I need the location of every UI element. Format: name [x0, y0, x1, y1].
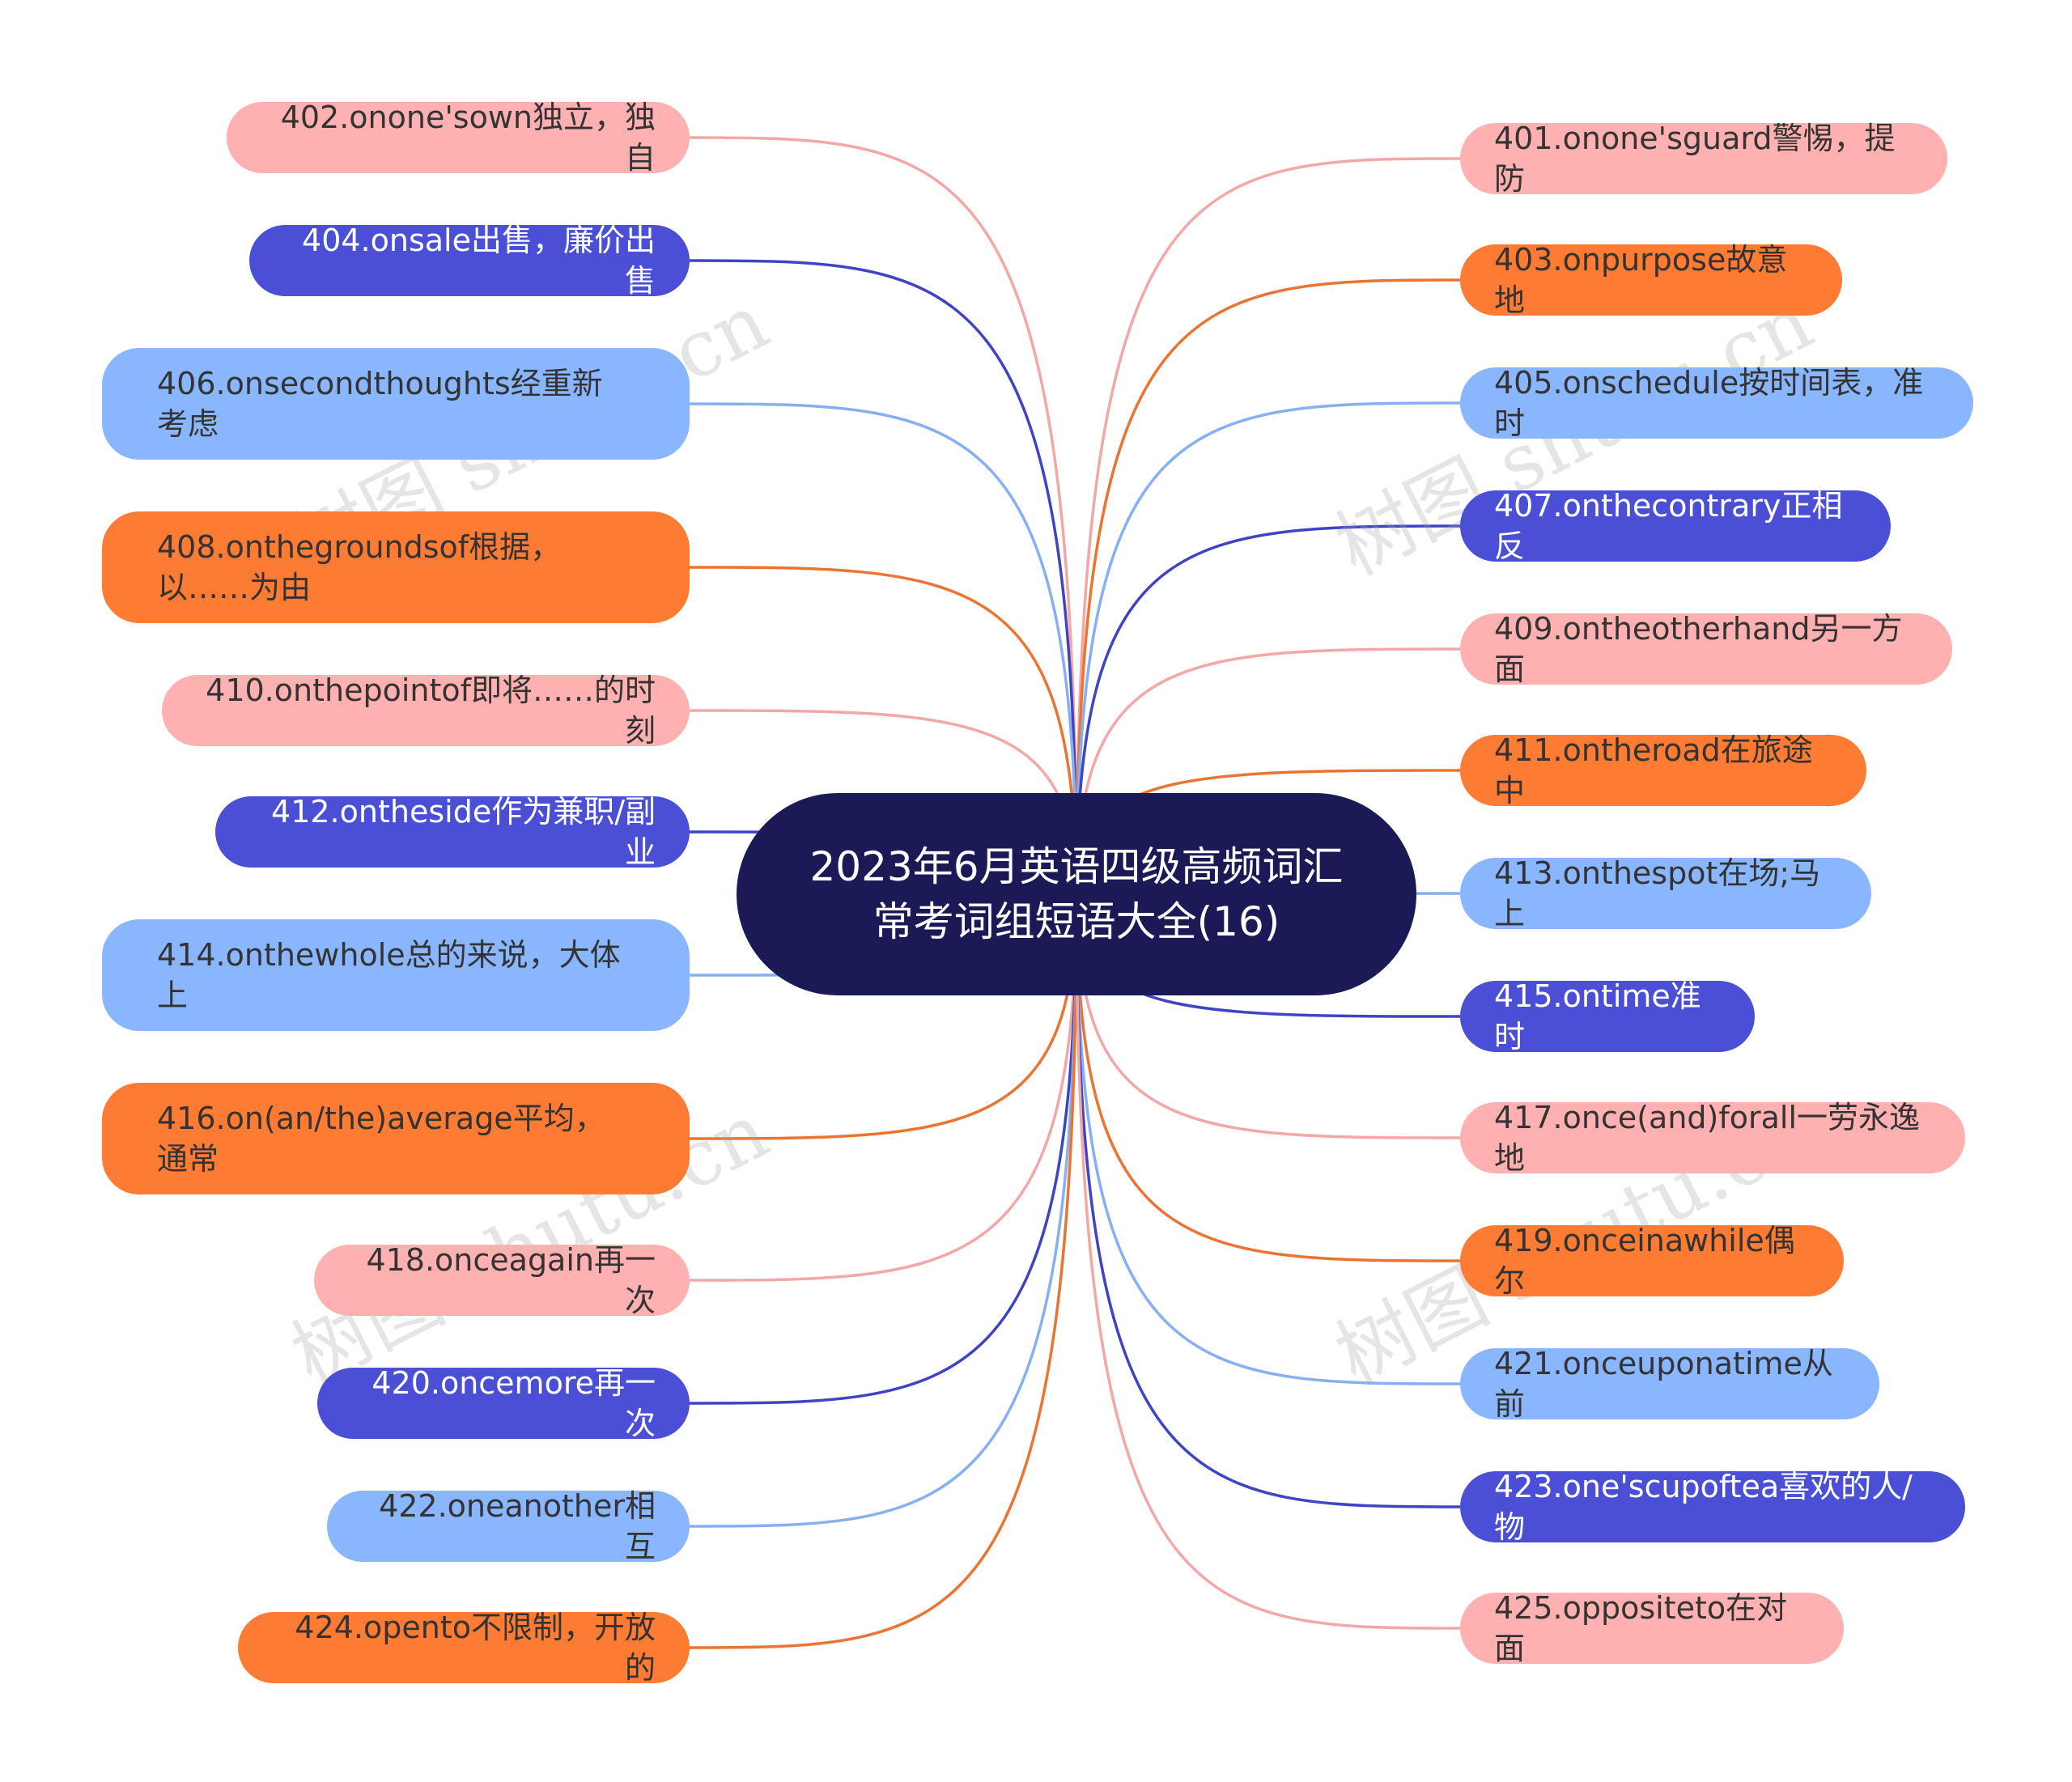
left-node[interactable]: 420.oncemore再一次 [317, 1365, 690, 1441]
connector-line [689, 893, 1078, 1649]
right-node[interactable]: 405.onschedule按时间表，准时 [1460, 365, 1973, 441]
right-node[interactable]: 417.once(and)forall一劳永逸地 [1460, 1100, 1965, 1176]
left-node[interactable]: 418.onceagain再一次 [314, 1242, 690, 1318]
connector-line [689, 893, 1078, 1282]
connector-line [689, 893, 1078, 1405]
connector-line [689, 136, 1078, 895]
right-node[interactable]: 419.onceinawhile偶尔 [1460, 1223, 1844, 1299]
right-node[interactable]: 415.ontime准时 [1460, 978, 1755, 1054]
right-node[interactable]: 409.ontheotherhand另一方面 [1460, 611, 1952, 687]
connector-line [1075, 893, 1461, 1262]
left-node[interactable]: 410.onthepointof即将……的时刻 [162, 672, 690, 749]
left-node[interactable]: 416.on(an/the)average平均，通常 [102, 1083, 690, 1194]
right-node[interactable]: 401.onone'sguard警惕，提防 [1460, 121, 1947, 197]
left-node[interactable]: 406.onsecondthoughts经重新考虑 [102, 348, 690, 460]
connector-line [1075, 893, 1461, 1385]
connector-line [1075, 524, 1461, 895]
right-node[interactable]: 423.one'scupoftea喜欢的人/物 [1460, 1469, 1965, 1545]
left-node[interactable]: 412.ontheside作为兼职/副业 [215, 794, 690, 870]
left-node[interactable]: 402.onone'sown独立，独自 [227, 100, 690, 176]
right-node[interactable]: 413.onthespot在场;马上 [1460, 855, 1871, 931]
connector-line [1075, 157, 1461, 895]
left-node[interactable]: 408.onthegroundsof根据，以……为由 [102, 511, 690, 623]
connector-line [689, 259, 1078, 895]
connector-line [1075, 401, 1461, 895]
right-node[interactable]: 425.oppositeto在对面 [1460, 1590, 1844, 1666]
connector-line [1075, 278, 1461, 895]
right-node[interactable]: 411.ontheroad在旅途中 [1460, 732, 1866, 808]
right-node[interactable]: 407.onthecontrary正相反 [1460, 488, 1891, 564]
right-node[interactable]: 403.onpurpose故意地 [1460, 242, 1842, 318]
connector-line [689, 893, 1078, 1528]
connector-line [689, 566, 1078, 895]
left-node[interactable]: 422.oneanother相互 [327, 1488, 690, 1564]
connector-line [689, 402, 1078, 895]
left-node[interactable]: 424.opento不限制，开放的 [238, 1610, 690, 1686]
connector-line [1075, 893, 1461, 1508]
connector-line [1075, 893, 1461, 1630]
right-node[interactable]: 421.onceuponatime从前 [1460, 1346, 1879, 1422]
left-node[interactable]: 404.onsale出售，廉价出售 [249, 223, 690, 299]
left-node[interactable]: 414.onthewhole总的来说，大体上 [102, 919, 690, 1031]
central-topic[interactable]: 2023年6月英语四级高频词汇常考词组短语大全(16) [737, 793, 1416, 995]
